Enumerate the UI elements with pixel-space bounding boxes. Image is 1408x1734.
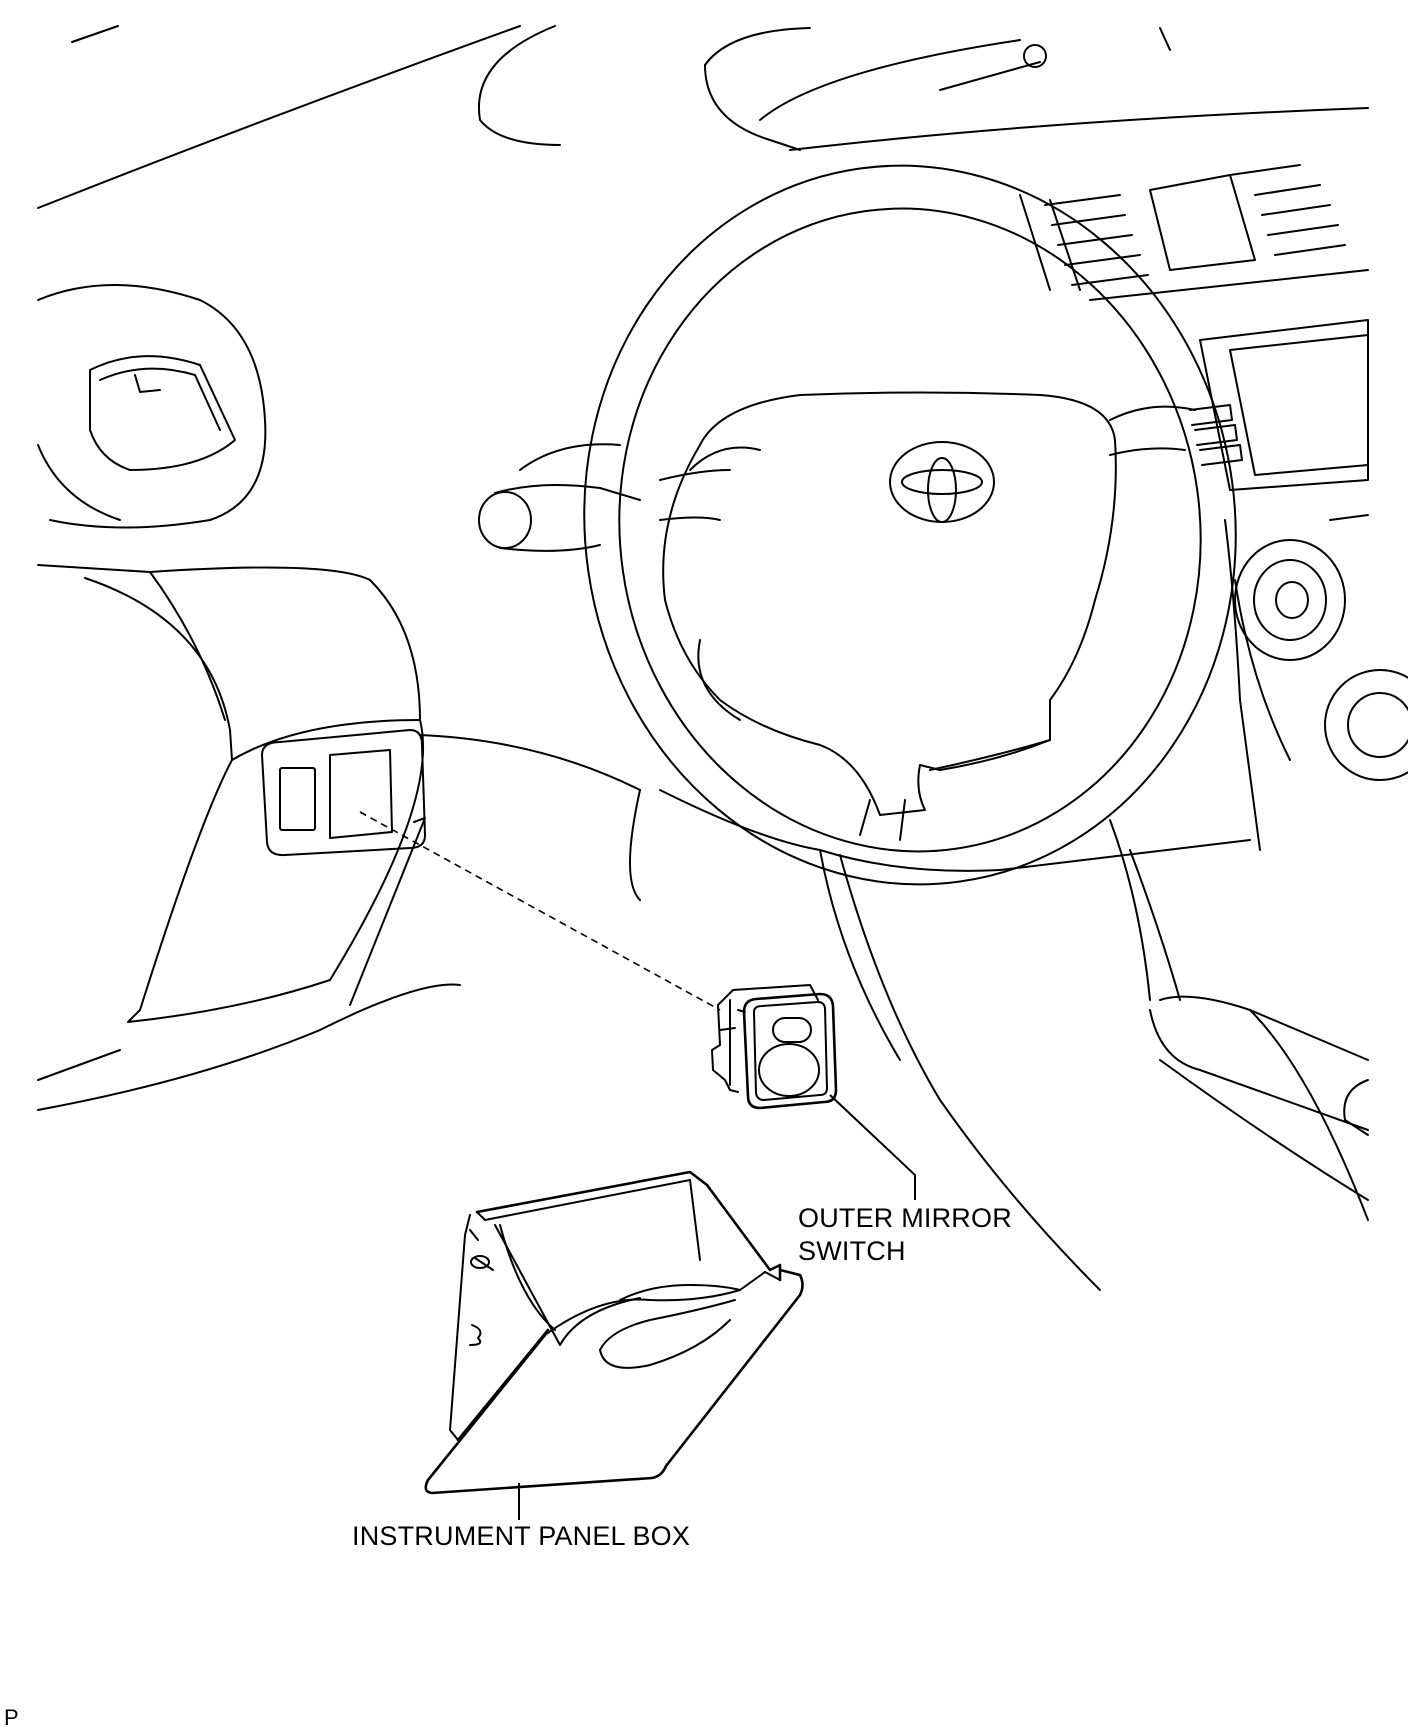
left-lower-panel (37, 564, 641, 1111)
dashboard-upper (37, 25, 1369, 209)
outer-mirror-switch-leader (829, 1094, 916, 1200)
instrument-panel-box (424, 1170, 804, 1495)
label-instrument-panel-box: INSTRUMENT PANEL BOX (352, 1521, 691, 1551)
left-air-vent (37, 284, 267, 529)
corner-code: P (4, 1705, 19, 1730)
switch-install-guide (359, 811, 721, 1011)
label-outer-mirror: OUTER MIRROR (798, 1203, 1012, 1233)
steering-column (629, 789, 1251, 1291)
steering-wheel (583, 164, 1237, 886)
label-outer-mirror-switch: SWITCH (798, 1236, 906, 1266)
toyota-emblem-icon (889, 441, 995, 523)
outer-mirror-switch (711, 984, 838, 1110)
center-stack (1019, 164, 1408, 1221)
light-switch-stalk (478, 443, 641, 552)
